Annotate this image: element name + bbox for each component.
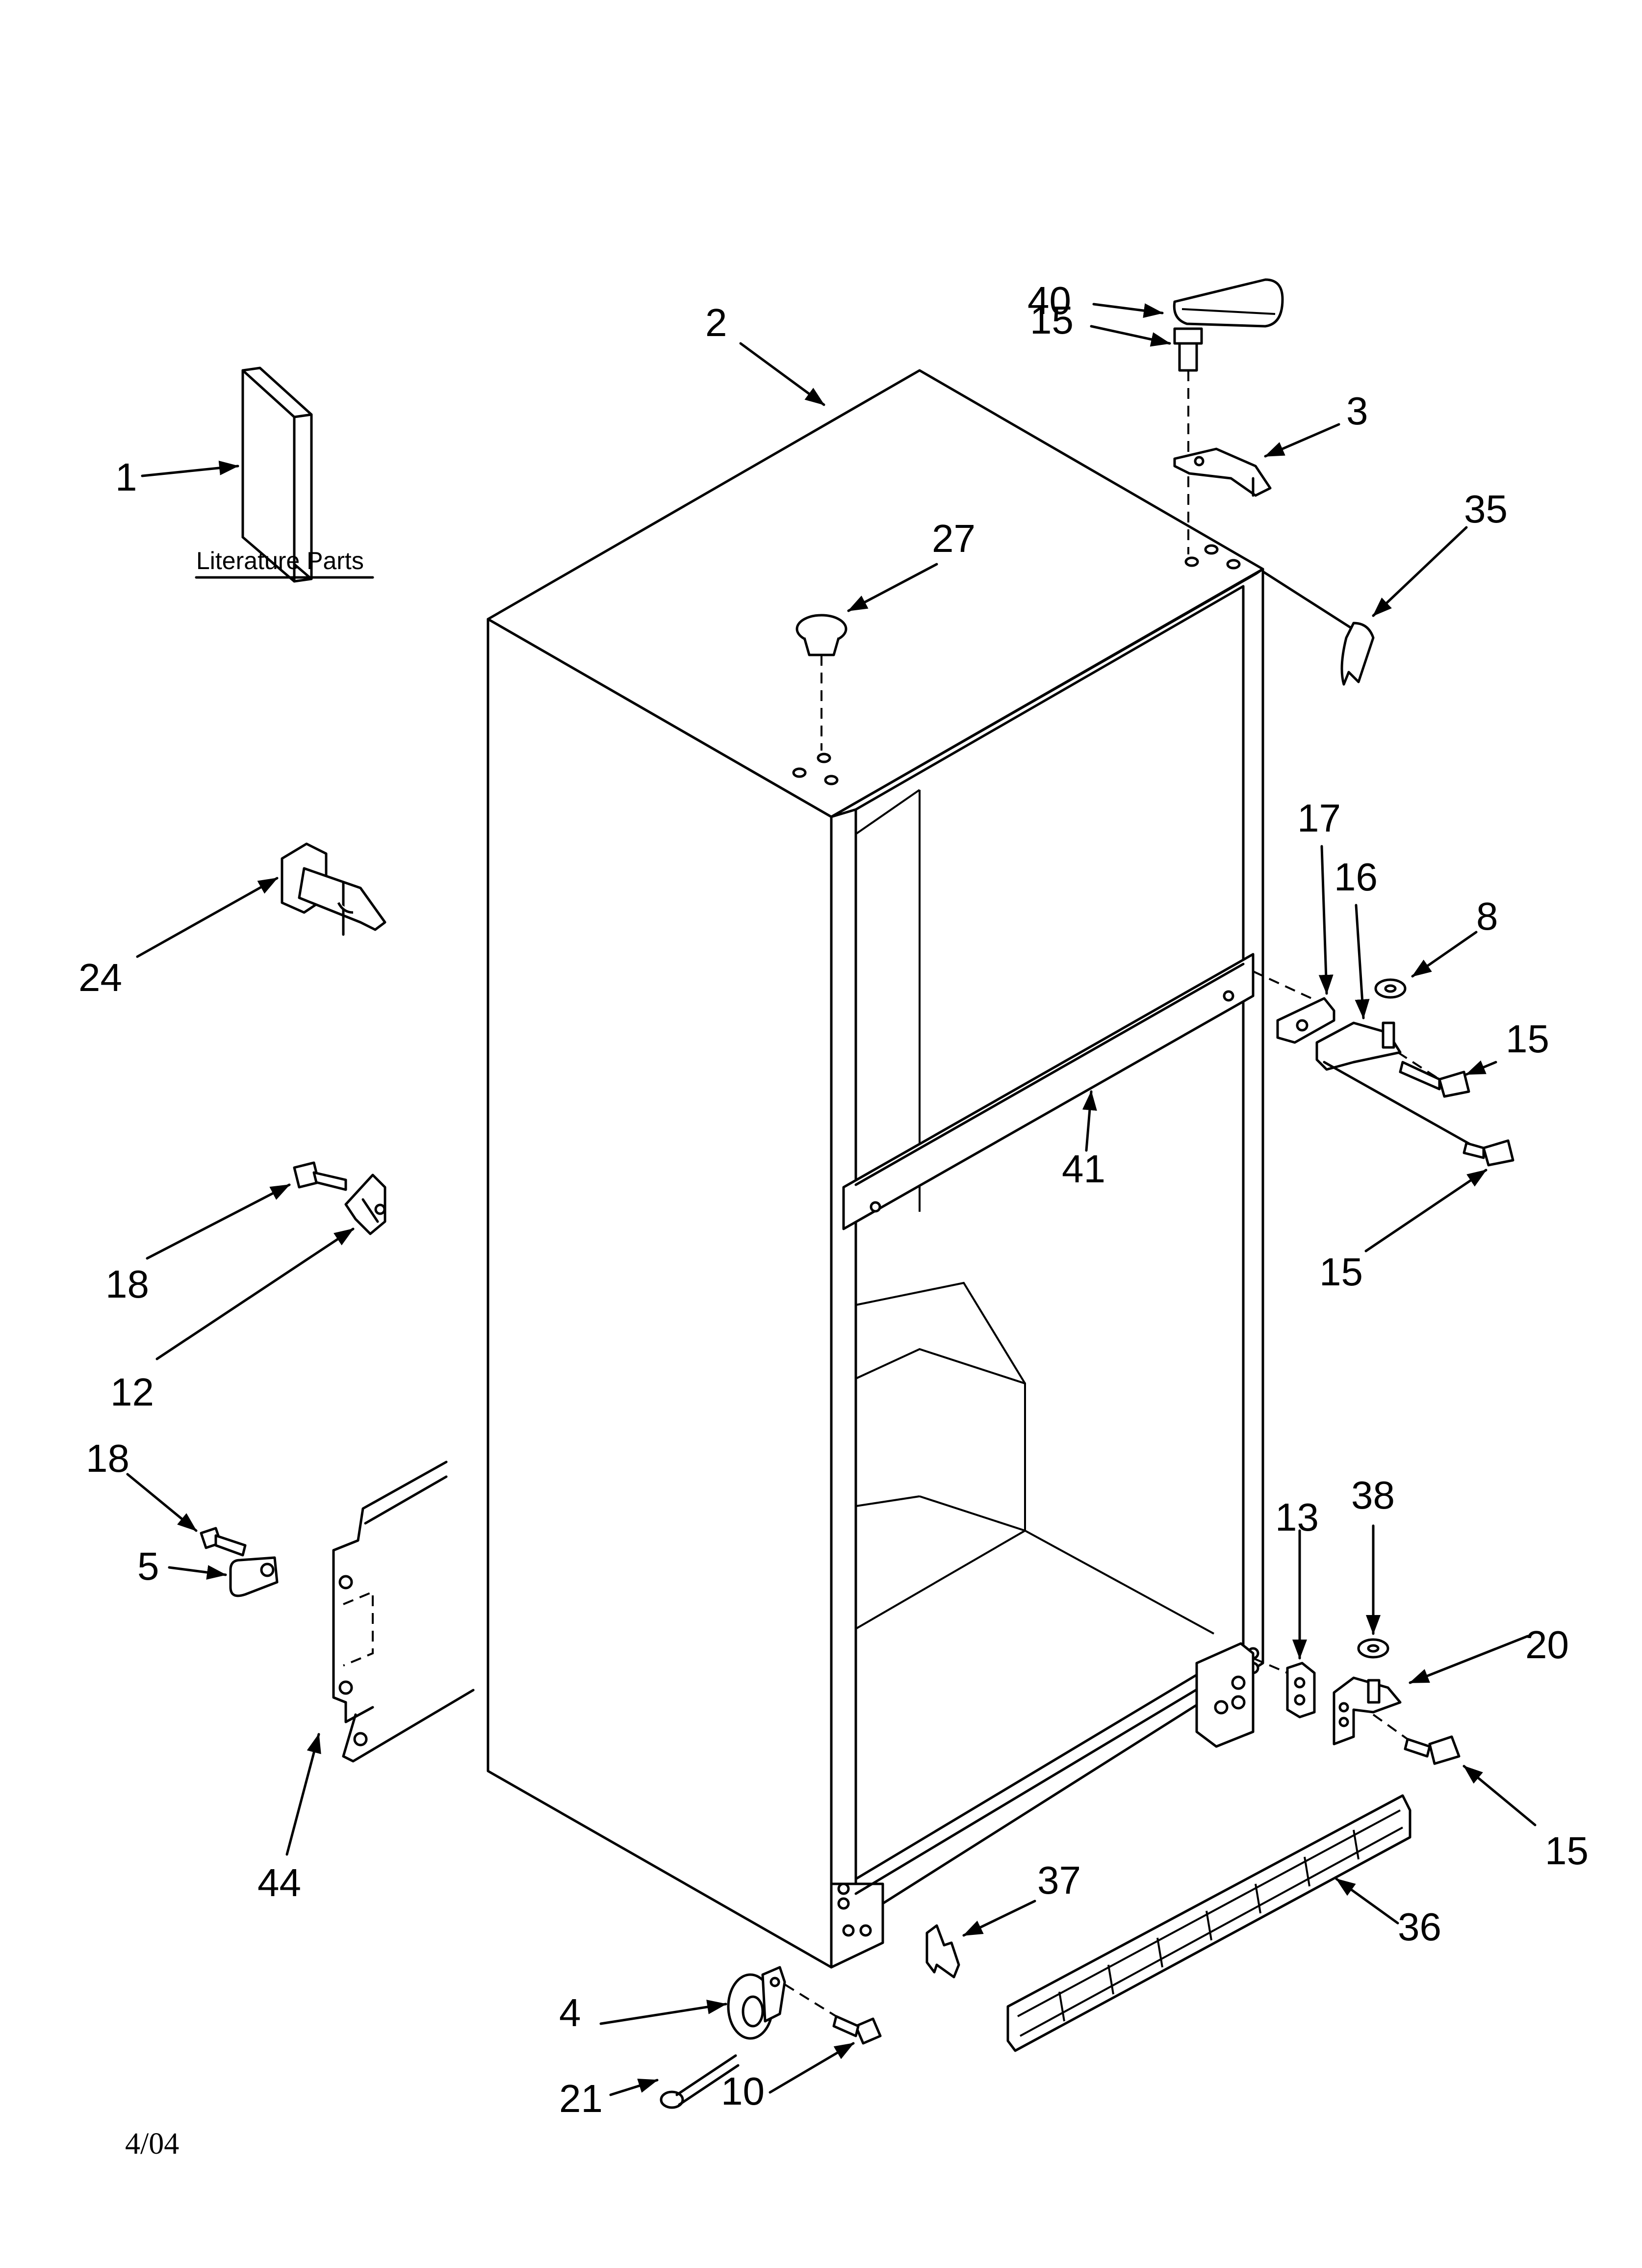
callout-35: 35 bbox=[1464, 487, 1508, 531]
support-clip bbox=[344, 1173, 386, 1235]
screw-hinge-upper bbox=[1397, 1051, 1470, 1098]
callout-3: 3 bbox=[1346, 389, 1368, 433]
refrigerator-cabinet bbox=[487, 369, 1264, 1969]
callout-24: 24 bbox=[78, 956, 122, 999]
leader-lines bbox=[126, 303, 1537, 2096]
lower-hinge-shim bbox=[1253, 1657, 1316, 1719]
rear-access-cover bbox=[332, 1460, 475, 1763]
callout-40: 40 bbox=[1027, 279, 1071, 322]
callout-16: 16 bbox=[1334, 855, 1378, 899]
callout-36: 36 bbox=[1398, 1905, 1441, 1949]
roller-screw bbox=[784, 1983, 882, 2045]
callout-13: 13 bbox=[1275, 1495, 1319, 1539]
screw-lower-hinge bbox=[1372, 1714, 1461, 1765]
roller-axle bbox=[660, 2054, 740, 2109]
callout-15-top: 15 bbox=[1030, 298, 1074, 342]
callout-2: 2 bbox=[705, 301, 727, 344]
callout-10: 10 bbox=[721, 2069, 765, 2113]
callout-8: 8 bbox=[1476, 894, 1498, 938]
top-plug bbox=[795, 614, 847, 751]
callout-12: 12 bbox=[110, 1370, 154, 1414]
top-hinge bbox=[1173, 447, 1272, 497]
lower-hinge bbox=[1333, 1676, 1402, 1746]
screw-hinge-lower bbox=[1462, 1139, 1514, 1167]
screw-clamp bbox=[200, 1527, 247, 1557]
grille-clip bbox=[925, 1924, 960, 1979]
door-stop-pin bbox=[281, 842, 386, 936]
callout-1: 1 bbox=[115, 455, 137, 499]
callout-17: 17 bbox=[1297, 796, 1341, 840]
callout-44: 44 bbox=[257, 1861, 301, 1904]
tube-clamp bbox=[229, 1556, 279, 1597]
callout-labels: 1 2 3 4 5 8 10 12 13 15 15 15 15 16 17 1… bbox=[78, 279, 1589, 2120]
callout-20: 20 bbox=[1525, 1623, 1569, 1667]
callout-21: 21 bbox=[559, 2077, 603, 2120]
callout-4: 4 bbox=[559, 1991, 581, 2034]
lower-hinge-mount bbox=[1195, 1642, 1255, 1748]
toe-grille bbox=[1006, 1794, 1411, 2052]
hinge-trim bbox=[1261, 570, 1375, 686]
callout-5: 5 bbox=[137, 1544, 159, 1588]
lower-hinge-washer bbox=[1357, 1638, 1389, 1659]
callout-15-hinge-bolt: 15 bbox=[1319, 1250, 1363, 1294]
roller-assembly bbox=[727, 1966, 786, 2040]
screw-support bbox=[293, 1161, 347, 1191]
divider-rail bbox=[842, 953, 1255, 1230]
literature-caption: Literature Parts bbox=[196, 547, 364, 574]
center-hinge-bracket bbox=[1276, 997, 1335, 1044]
callout-38: 38 bbox=[1351, 1473, 1395, 1517]
callout-41: 41 bbox=[1062, 1147, 1105, 1191]
callout-27: 27 bbox=[932, 517, 975, 560]
callout-15-lower-hinge: 15 bbox=[1545, 1829, 1589, 1873]
center-hinge bbox=[1253, 970, 1483, 1152]
callout-15-upper-hinge: 15 bbox=[1506, 1017, 1549, 1061]
washer-hinge bbox=[1374, 978, 1407, 999]
callout-37: 37 bbox=[1037, 1858, 1081, 1902]
callout-18-upper: 18 bbox=[105, 1262, 149, 1306]
grille-slots bbox=[1058, 1829, 1360, 2022]
hinge-cover bbox=[1173, 278, 1284, 328]
callout-18-lower: 18 bbox=[86, 1436, 129, 1480]
date-code: 4/04 bbox=[125, 2127, 179, 2161]
literature-parts-booklet bbox=[241, 366, 313, 583]
